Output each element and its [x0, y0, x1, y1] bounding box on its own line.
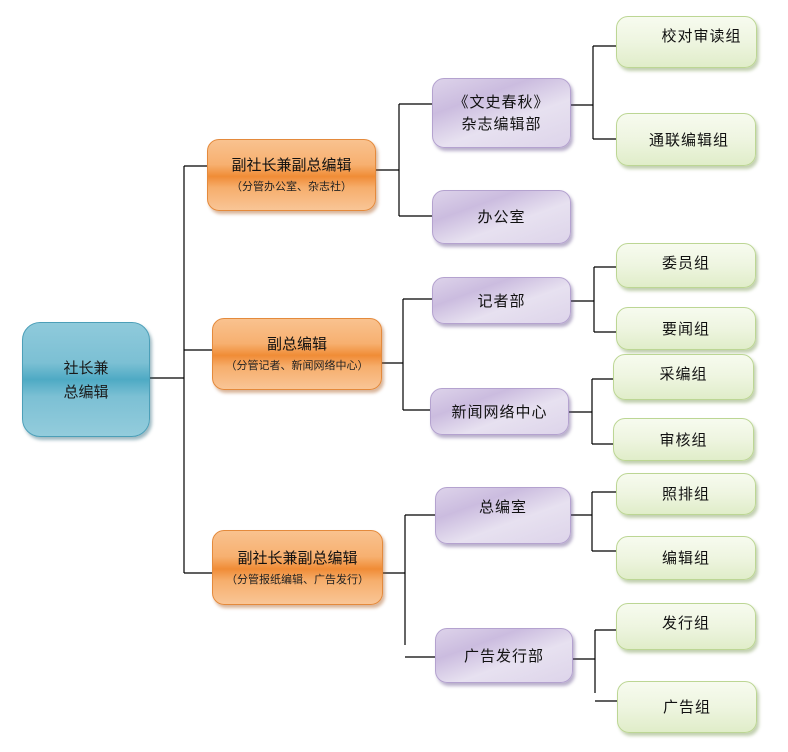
dept-node-ad-distribution[interactable]: 广告发行部: [435, 628, 573, 683]
connector-dept-wenshi: [571, 45, 616, 140]
group-reporting-label: 采编组: [659, 365, 708, 383]
deputy-2-subtitle: （分管记者、新闻网络中心）: [225, 359, 369, 372]
dept-wenshi-line1: 《文史春秋》: [453, 93, 550, 111]
dept-office-label: 办公室: [477, 208, 526, 226]
connector-deputy-3-out: [383, 514, 435, 658]
deputy-2-title: 副总编辑: [266, 335, 327, 353]
connector-dept-jizhe: [571, 266, 616, 333]
group-node-editing[interactable]: 编辑组: [616, 536, 756, 580]
dept-chief-editor-label: 总编室: [478, 498, 527, 516]
group-node-headline-news[interactable]: 要闻组: [616, 307, 756, 350]
connector-dept-zongbian: [571, 491, 616, 552]
dept-reporters-label: 记者部: [477, 291, 526, 310]
connector-deputy-1-out: [376, 103, 432, 217]
connector-deputy-2-out: [382, 298, 432, 411]
group-node-proofreading[interactable]: 校对审读组: [616, 16, 757, 68]
group-liaison-label: 通联编辑组: [648, 130, 729, 149]
dept-news-network-label: 新闻网络中心: [451, 402, 548, 421]
deputy-1-subtitle: （分管办公室、杂志社）: [231, 180, 352, 193]
deputy-node-1[interactable]: 副社长兼副总编辑 （分管办公室、杂志社）: [207, 139, 376, 211]
dept-node-reporters[interactable]: 记者部: [432, 277, 571, 324]
root-node-president-editor-in-chief[interactable]: 社长兼 总编辑: [22, 322, 150, 437]
group-node-typesetting[interactable]: 照排组: [616, 473, 756, 515]
group-typesetting-label: 照排组: [661, 485, 710, 503]
group-editing-label: 编辑组: [661, 549, 710, 567]
group-node-reporting-editing[interactable]: 采编组: [613, 354, 754, 400]
deputy-node-3[interactable]: 副社长兼副总编辑 （分管报纸编辑、广告发行）: [212, 530, 383, 605]
dept-node-news-network-center[interactable]: 新闻网络中心: [430, 388, 569, 435]
root-line2: 总编辑: [63, 382, 109, 401]
connector-dept-xinwen: [569, 378, 613, 445]
group-node-advertising[interactable]: 广告组: [617, 681, 757, 733]
group-node-review[interactable]: 审核组: [613, 418, 754, 461]
deputy-3-subtitle: （分管报纸编辑、广告发行）: [226, 572, 369, 586]
group-advertising-label: 广告组: [662, 698, 711, 716]
dept-node-office[interactable]: 办公室: [432, 190, 571, 244]
deputy-node-2[interactable]: 副总编辑 （分管记者、新闻网络中心）: [212, 318, 382, 390]
dept-node-wenshi-magazine[interactable]: 《文史春秋》 杂志编辑部: [432, 78, 571, 148]
deputy-3-title: 副社长兼副总编辑: [237, 548, 358, 567]
dept-node-chief-editor-office[interactable]: 总编室: [435, 487, 571, 544]
root-line1: 社长兼: [63, 358, 109, 377]
group-review-label: 审核组: [659, 430, 708, 449]
dept-wenshi-line2: 杂志编辑部: [461, 115, 542, 133]
group-node-liaison-editing[interactable]: 通联编辑组: [616, 113, 756, 166]
group-distribution-label: 发行组: [661, 614, 710, 632]
group-headline-label: 要闻组: [661, 319, 710, 338]
connector-dept-guanggao: [573, 629, 617, 702]
group-proofreading-label: 校对审读组: [661, 27, 742, 45]
group-committee-label: 委员组: [661, 254, 710, 272]
group-node-distribution[interactable]: 发行组: [616, 603, 756, 650]
dept-ad-distribution-label: 广告发行部: [463, 646, 544, 665]
deputy-1-title: 副社长兼副总编辑: [231, 156, 352, 174]
group-node-committee[interactable]: 委员组: [616, 243, 756, 288]
